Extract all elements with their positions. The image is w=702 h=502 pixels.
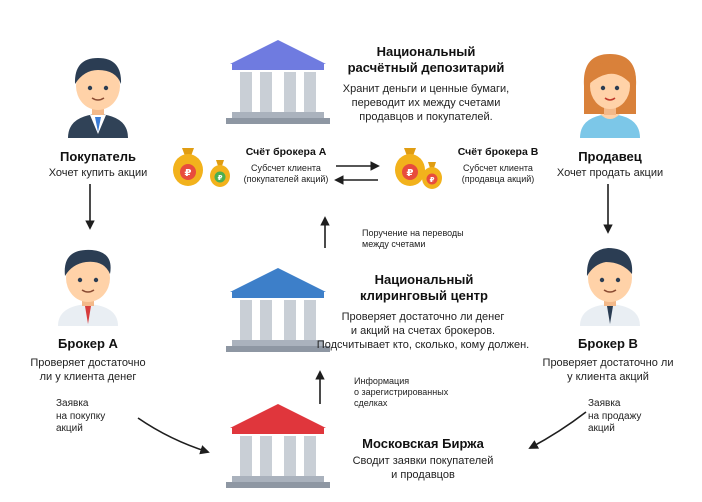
seller-avatar	[580, 54, 640, 138]
registered-info-label: Информация о зарегистрированных сделках	[354, 376, 449, 408]
exchange-building-icon	[226, 404, 330, 488]
exchange-title: Московская Биржа	[362, 436, 484, 451]
broker-b-title: Брокер В	[578, 336, 638, 351]
account-b-sub: Субсчет клиента (продавца акций)	[461, 163, 535, 184]
svg-text:₽: ₽	[407, 168, 414, 179]
depository-desc: Хранит деньги и ценные бумаги, переводит…	[342, 83, 510, 123]
money-bag-icon: ₽	[173, 148, 203, 186]
seller-desc: Хочет продать акции	[556, 167, 664, 179]
buyer-title: Покупатель	[60, 149, 136, 164]
exchange-desc: Сводит заявки покупателей и продавцов	[352, 455, 494, 481]
arrow-broker-b-to-exchange	[528, 411, 587, 449]
money-bag-icon-b: ₽	[395, 148, 425, 186]
broker-b-avatar	[580, 248, 640, 326]
broker-b-desc: Проверяет достаточно ли у клиента акций	[542, 357, 674, 383]
broker-a-avatar	[58, 249, 118, 326]
broker-a-title: Брокер А	[58, 336, 118, 351]
svg-text:₽: ₽	[430, 176, 435, 184]
clearing-title: Национальный клиринговый центр	[360, 272, 488, 303]
buyer-avatar	[68, 58, 128, 138]
money-bag-icon-small: ₽	[210, 160, 230, 187]
account-b-title: Счёт брокера В	[457, 146, 539, 158]
clearing-desc: Проверяет достаточно ли денег и акций на…	[316, 311, 530, 351]
depository-title: Национальный расчётный депозитарий	[347, 44, 505, 75]
account-a-title: Счёт брокера А	[245, 146, 327, 158]
svg-text:₽: ₽	[185, 168, 192, 179]
svg-text:₽: ₽	[218, 174, 223, 182]
depository-building-icon	[226, 40, 330, 124]
buyer-desc: Хочет купить акции	[48, 167, 148, 179]
account-a-sub: Субсчет клиента (покупателей акций)	[243, 163, 329, 184]
broker-a-desc: Проверяет достаточно ли у клиента денег	[30, 357, 146, 383]
arrow-broker-a-to-exchange	[137, 417, 210, 455]
seller-title: Продавец	[578, 149, 642, 164]
transfer-order-label: Поручение на переводы между счетами	[362, 228, 464, 249]
sell-order-label: Заявка на продажу акций	[588, 398, 642, 434]
buy-order-label: Заявка на покупку акций	[56, 398, 106, 434]
ruble-coin-icon: ₽	[422, 162, 442, 189]
